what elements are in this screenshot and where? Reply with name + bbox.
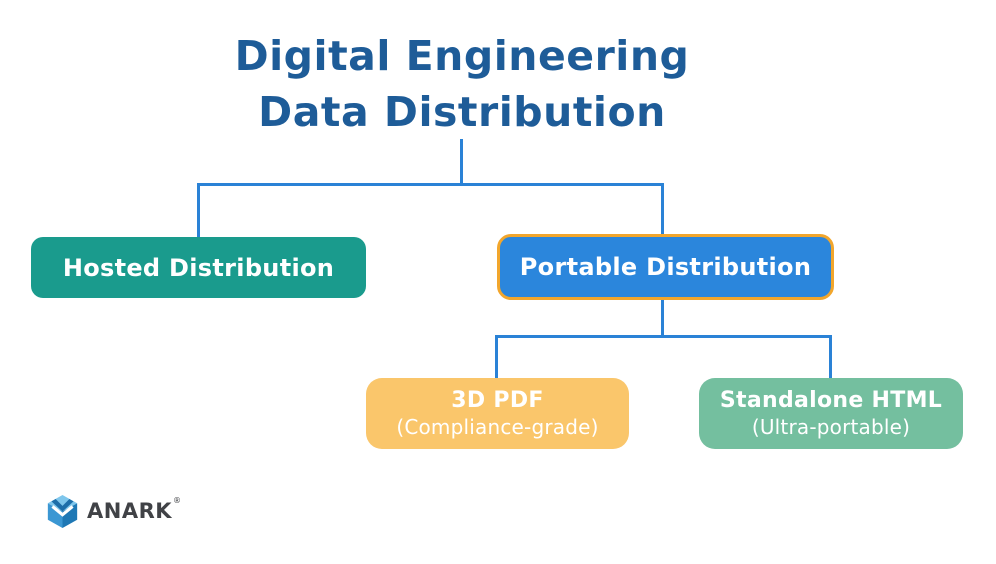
node-standalone-html: Standalone HTML (Ultra-portable) <box>699 378 963 449</box>
connector-level1-horizontal <box>197 183 664 186</box>
connector-drop-standalone-html <box>829 335 832 378</box>
connector-level2-horizontal <box>495 335 832 338</box>
node-hosted-distribution-label: Hosted Distribution <box>62 253 335 282</box>
node-3d-pdf-sublabel: (Compliance-grade) <box>396 414 599 439</box>
node-standalone-html-label: Standalone HTML <box>719 387 943 413</box>
anark-cube-icon <box>46 494 79 529</box>
page-title-line1: Digital Engineering <box>234 32 690 80</box>
connector-drop-hosted <box>197 183 200 237</box>
page-title: Digital Engineering Data Distribution <box>0 28 924 140</box>
node-3d-pdf-label: 3D PDF <box>451 387 544 413</box>
connector-portable-stem <box>661 299 664 337</box>
anark-logo-wordmark: ANARK® <box>87 497 181 523</box>
connector-drop-portable <box>661 183 664 235</box>
page-title-line2: Data Distribution <box>258 88 666 136</box>
node-portable-distribution-label: Portable Distribution <box>519 253 812 281</box>
node-3d-pdf: 3D PDF (Compliance-grade) <box>366 378 629 449</box>
registered-trademark-symbol: ® <box>173 496 182 505</box>
connector-drop-3d-pdf <box>495 335 498 378</box>
node-portable-distribution: Portable Distribution <box>497 234 834 300</box>
anark-logo: ANARK® <box>46 494 181 529</box>
anark-logo-text: ANARK <box>87 499 173 523</box>
node-standalone-html-sublabel: (Ultra-portable) <box>751 414 911 439</box>
node-hosted-distribution: Hosted Distribution <box>31 237 366 298</box>
connector-title-stem <box>460 139 463 184</box>
